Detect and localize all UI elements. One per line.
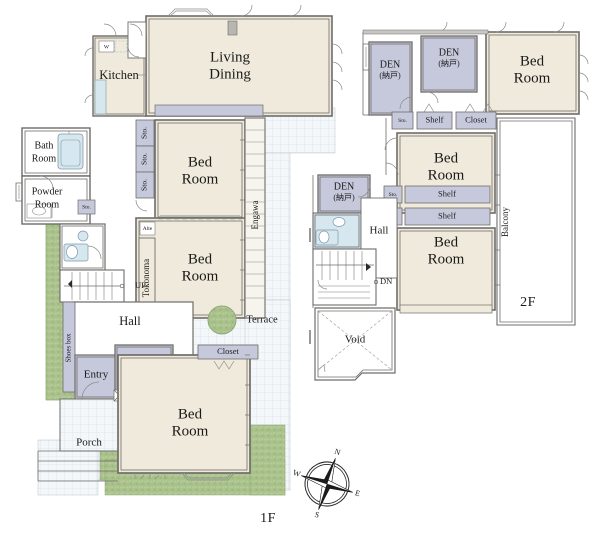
stairs-dn-label: DN <box>380 276 392 286</box>
shoes-box-label: Shoes box <box>65 333 73 362</box>
bedroom-south-1f-label-1: Bed <box>178 406 203 422</box>
washer-label: W <box>104 44 110 50</box>
engawa-label: Engawa <box>250 201 260 230</box>
bedroom-south-2f-label-2: Room <box>428 251 465 267</box>
powder-room-label-1: Powder <box>32 186 63 197</box>
room-bedroom-north-1f: Bed Room <box>154 119 246 221</box>
hall-2f-label: Hall <box>370 225 389 237</box>
kitchen-label: Kitchen <box>99 68 139 82</box>
sto-1f-a-label: Sto. <box>140 127 149 139</box>
room-entry: Entry <box>74 354 118 400</box>
bath-room-label-1: Bath <box>35 140 54 151</box>
room-living-dining: Living Dining <box>145 8 333 117</box>
outer-wall-2f-top <box>362 29 489 115</box>
balcony-label: Balcony <box>500 207 510 237</box>
void-area-2f: Void <box>314 307 396 381</box>
compass-rose: N E S W <box>292 447 362 520</box>
floor-2f-label: 2F <box>520 295 536 310</box>
bedroom-ne-2f-label-1: Bed <box>520 53 545 69</box>
bedroom-mid-1f-label-2: Room <box>182 268 219 284</box>
room-den-2f-left: DEN (納戸) <box>362 41 413 116</box>
sto-1f-b-label: Sto. <box>140 153 149 165</box>
closet-1f-label: Closet <box>217 346 239 356</box>
bedroom-north-1f-label-2: Room <box>182 171 219 187</box>
room-bedroom-mid-1f: Tokonoma Alte Bed Room <box>135 215 246 319</box>
terrace-1f: Terrace <box>207 305 278 335</box>
shelf-2f-top-label: Shelf <box>426 114 444 124</box>
entry-label: Entry <box>84 369 109 381</box>
den-2f-left-sub: (納戸) <box>379 70 401 80</box>
powder-room-label-2: Room <box>35 199 60 210</box>
compass-north-label: N <box>333 447 341 457</box>
stairs-up-label: UP <box>135 280 146 290</box>
sto-1f-c-label: Sto. <box>140 179 149 191</box>
storage-row-2f-mid: Sto. Shelf <box>383 185 491 204</box>
kitchen-vestibule <box>103 21 147 59</box>
den-2f-hall-label: DEN <box>334 181 355 192</box>
compass-south-label: S <box>313 510 320 520</box>
sto-powder-label: Sto. <box>82 204 91 210</box>
stairs-1f-up: UP <box>59 269 146 303</box>
floor-1f-label: 1F <box>260 511 276 526</box>
room-toilet-1f <box>59 223 106 271</box>
bedroom-mid-1f-label-1: Bed <box>188 251 213 267</box>
living-dining-label-1: Living <box>210 49 250 65</box>
storage-row-2f-low: Sto. Shelf <box>383 207 491 226</box>
storage-row-2f-top: Sto. Shelf Closet <box>391 103 497 130</box>
engawa-corridor: Engawa <box>244 117 266 319</box>
room-bedroom-ne-2f: Bed Room <box>485 21 589 115</box>
den-2f-hall-sub: (納戸) <box>333 192 355 202</box>
bedroom-mid-2f-label-1: Bed <box>434 150 459 166</box>
stairs-2f-dn: DN <box>312 248 392 306</box>
floor-2f-group: Balcony Bed Room DEN (納戸) <box>309 21 589 381</box>
tokonoma-label: Tokonoma <box>141 259 151 297</box>
bedroom-south-2f-label-1: Bed <box>434 234 459 250</box>
outer-wall-2f-left <box>309 114 392 344</box>
shelf-2f-mid-label: Shelf <box>438 188 456 198</box>
bedroom-ne-2f-label-2: Room <box>514 70 551 86</box>
room-porch: Porch <box>37 398 119 482</box>
wall-details-1f <box>84 4 343 446</box>
bath-room-label-2: Room <box>32 153 57 164</box>
bedroom-mid-2f-label-2: Room <box>428 167 465 183</box>
storage-stack-1f: Sto. Sto. Sto. <box>135 119 155 212</box>
balcony-2f: Balcony <box>496 117 576 326</box>
room-bedroom-south-1f: Bed Room Closet <box>117 344 259 481</box>
living-dining-label-2: Dining <box>209 66 251 82</box>
room-kitchen: W Kitchen <box>92 35 147 117</box>
room-den-2f-top: DEN (納戸) <box>420 21 478 104</box>
sto-2f-mid-label: Sto. <box>389 192 398 198</box>
porch-label: Porch <box>76 437 102 449</box>
bedroom-south-1f-label-2: Room <box>172 423 209 439</box>
closet-2f-top-label: Closet <box>465 114 487 124</box>
sto-powder-box: Sto. <box>77 199 96 215</box>
alte-label: Alte <box>143 226 153 232</box>
room-bath: Bath Room <box>21 127 91 177</box>
sto-2f-top-label: Sto. <box>398 118 407 124</box>
hall-1f-label: Hall <box>119 314 141 328</box>
den-2f-left-label: DEN <box>380 59 401 70</box>
void-label: Void <box>345 334 366 346</box>
shoes-box: Shoes box <box>62 301 76 393</box>
compass-west-label: W <box>292 468 302 479</box>
terrace-label: Terrace <box>246 314 278 325</box>
compass-east-label: E <box>354 488 362 498</box>
shelf-2f-low-label: Shelf <box>438 210 456 220</box>
room-den-2f-hall: DEN (納戸) <box>317 174 371 214</box>
floor-1f-group: Living Dining W Kitchen <box>15 4 343 526</box>
room-bedroom-south-2f: Bed Room <box>384 174 500 314</box>
den-2f-top-sub: (納戸) <box>438 58 460 68</box>
bedroom-north-1f-label-1: Bed <box>188 154 213 170</box>
den-2f-top-label: DEN <box>439 47 460 58</box>
